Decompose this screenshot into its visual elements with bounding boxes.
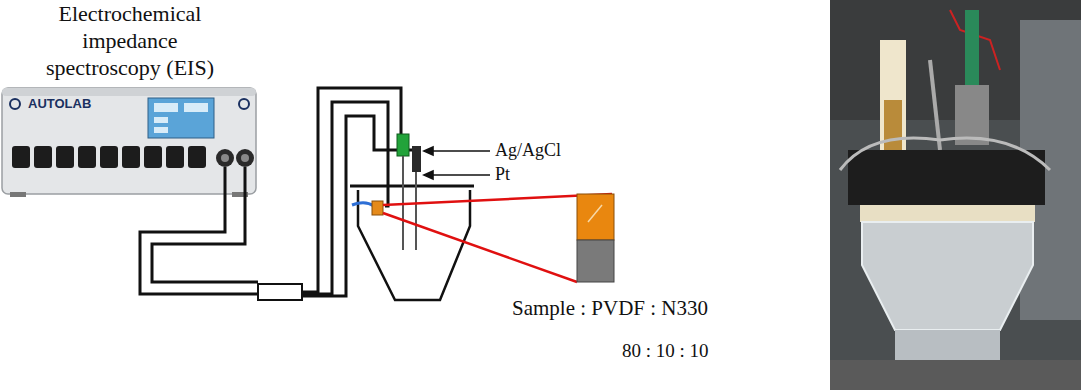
cable bbox=[140, 88, 416, 300]
ratio-label: 80 : 10 : 10 bbox=[622, 340, 709, 362]
potentiostat bbox=[2, 88, 256, 197]
device-heading: Electrochemical impedance spectroscopy (… bbox=[30, 0, 230, 81]
sample-label: Sample : PVDF : N330 bbox=[512, 296, 708, 321]
leader-arrow bbox=[424, 147, 490, 179]
electrochemical-cell bbox=[350, 134, 474, 300]
setup-photo bbox=[830, 0, 1081, 390]
device-node: Electrochemical impedance spectroscopy (… bbox=[2, 0, 256, 194]
electrode-label: Ag/AgCl bbox=[495, 140, 561, 161]
device-brand: AUTOLAB bbox=[28, 96, 91, 111]
electrode-label: Pt bbox=[495, 164, 510, 185]
sample-callout bbox=[383, 194, 614, 282]
